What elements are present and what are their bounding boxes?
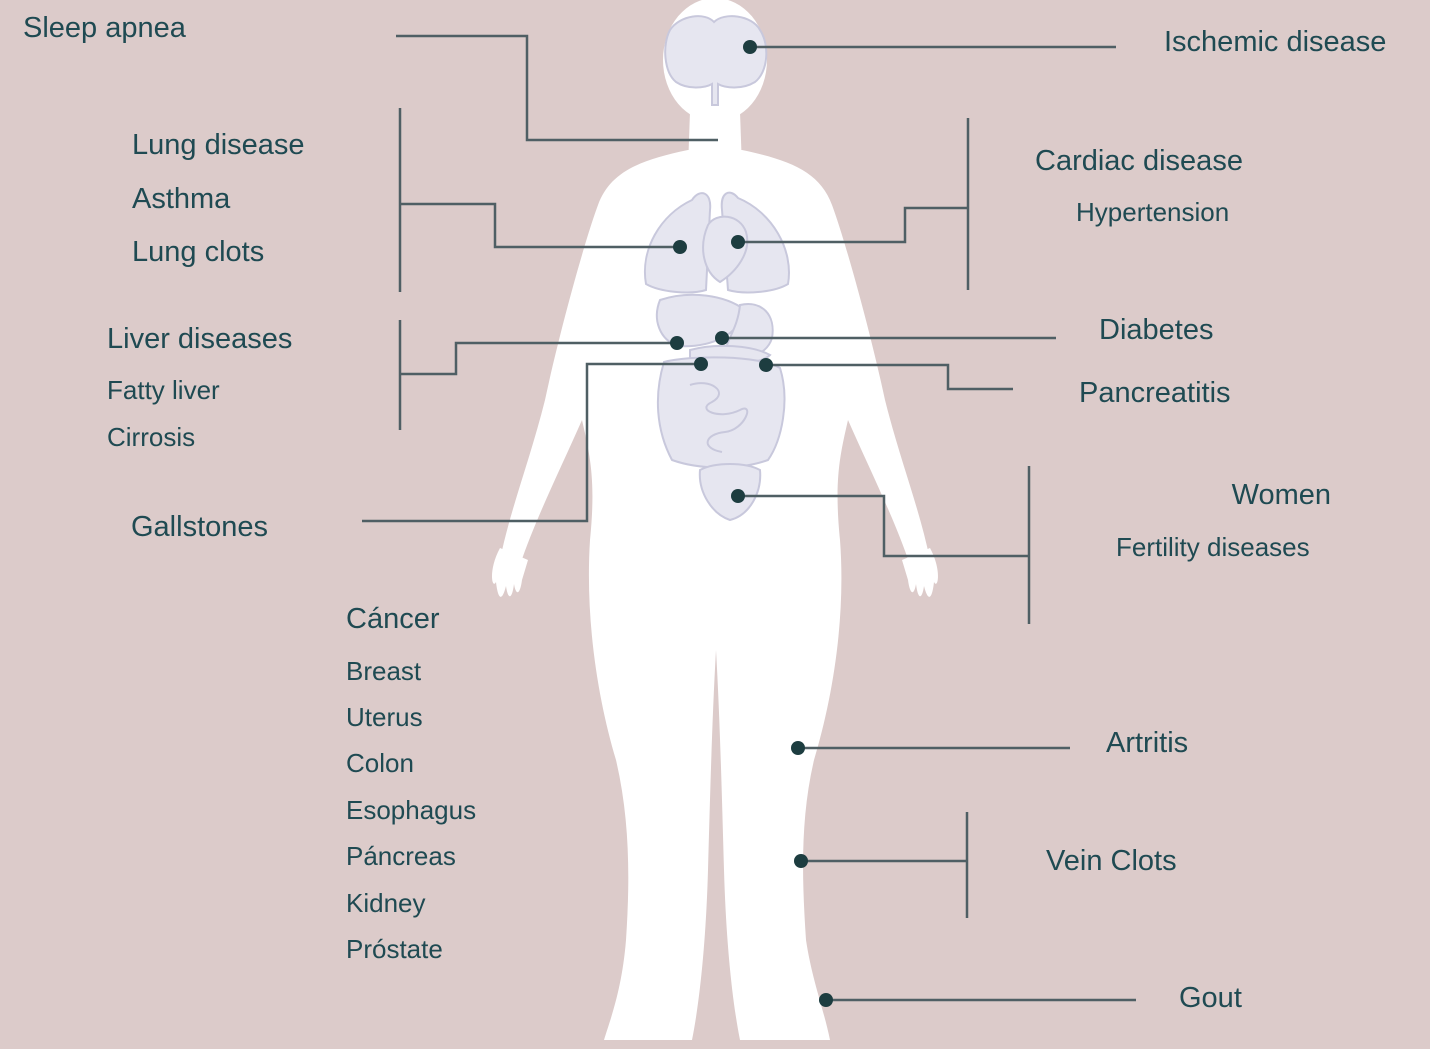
marker-heart — [731, 235, 745, 249]
label-cancer: Cáncer — [346, 605, 440, 634]
label-cardiac-disease: Cardiac disease — [1035, 147, 1243, 176]
label-liver-diseases: Liver diseases — [107, 325, 292, 354]
label-artritis: Artritis — [1106, 729, 1188, 758]
marker-calf — [794, 854, 808, 868]
label-lung-disease: Lung disease — [132, 131, 305, 160]
organs — [645, 16, 789, 520]
label-asthma: Asthma — [132, 185, 230, 214]
marker-intestine — [759, 358, 773, 372]
label-pancreatitis: Pancreatitis — [1079, 379, 1231, 408]
label-hypertension: Hypertension — [1076, 199, 1229, 225]
label-cancer-uterus: Uterus — [346, 704, 423, 730]
label-vein-clots: Vein Clots — [1046, 847, 1177, 876]
label-cirrosis: Cirrosis — [107, 424, 195, 450]
marker-foot — [819, 993, 833, 1007]
label-cancer-esophagus: Esophagus — [346, 797, 476, 823]
label-gallstones: Gallstones — [131, 513, 268, 542]
marker-pancreas — [715, 331, 729, 345]
label-sleep-apnea: Sleep apnea — [23, 14, 186, 43]
marker-knee — [791, 741, 805, 755]
label-cancer-prostate: Próstate — [346, 936, 443, 962]
label-fertility-diseases: Fertility diseases — [1116, 534, 1310, 560]
label-gout: Gout — [1179, 984, 1242, 1013]
label-cancer-pancreas: Páncreas — [346, 843, 456, 869]
label-lung-clots: Lung clots — [132, 238, 264, 267]
marker-uterus — [731, 489, 745, 503]
label-cancer-colon: Colon — [346, 750, 414, 776]
label-women: Women — [1100, 481, 1331, 510]
marker-lung — [673, 240, 687, 254]
marker-liver — [670, 336, 684, 350]
marker-brain — [743, 40, 757, 54]
label-diabetes: Diabetes — [1099, 316, 1213, 345]
label-cancer-kidney: Kidney — [346, 890, 426, 916]
label-fatty-liver: Fatty liver — [107, 377, 220, 403]
label-ischemic-disease: Ischemic disease — [1164, 28, 1386, 57]
label-cancer-breast: Breast — [346, 658, 421, 684]
marker-gallbladder — [694, 357, 708, 371]
torso — [500, 150, 930, 1040]
